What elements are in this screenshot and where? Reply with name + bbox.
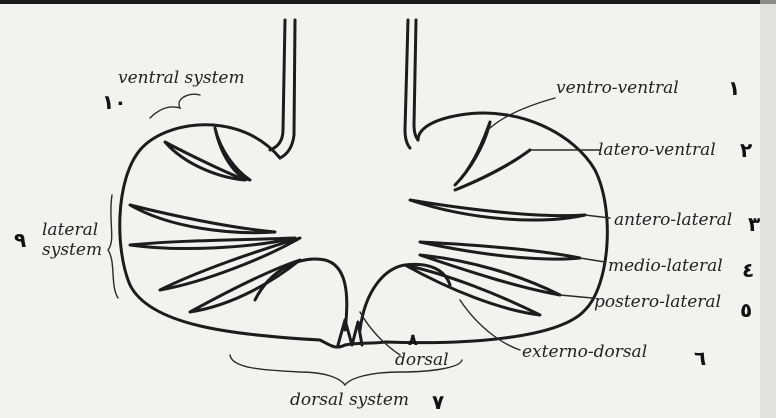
label-lateral-system-line1: lateral xyxy=(42,222,98,239)
label-postero-lateral: postero-lateral xyxy=(594,294,721,311)
lamina-right-lateral-1 xyxy=(410,200,585,220)
numeral-dorsal: ٨ xyxy=(408,332,418,348)
numeral-postero-lateral: ٥ xyxy=(740,300,752,320)
lamina-right-lateral-2 xyxy=(420,242,580,259)
numeral-antero-lateral: ٣ xyxy=(748,214,760,234)
dorsal-horn-left xyxy=(255,259,347,330)
label-antero-lateral: antero-lateral xyxy=(614,212,732,229)
label-lateral-system-line2: system xyxy=(42,242,102,259)
label-latero-ventral: latero-ventral xyxy=(598,142,716,159)
label-ventro-ventral: ventro-ventral xyxy=(556,80,679,97)
leader-medio-lateral xyxy=(580,258,605,262)
neck-left-outer xyxy=(270,20,285,150)
label-externo-dorsal: externo-dorsal xyxy=(522,344,647,361)
lamina-left-ventral-1 xyxy=(165,142,245,180)
label-dorsal-system: dorsal system xyxy=(290,392,409,409)
brace-ventral-system xyxy=(150,94,200,118)
scan-top-edge xyxy=(0,0,776,4)
brace-lateral-system xyxy=(108,195,118,298)
numeral-externo-dorsal: ٦ xyxy=(694,348,706,368)
label-ventral-system: ventral system xyxy=(118,70,245,87)
scan-right-shadow xyxy=(760,0,776,418)
dorsal-septum xyxy=(338,320,362,345)
neck-right-outer xyxy=(405,20,410,148)
numeral-lateral-system: ٩ xyxy=(14,230,26,250)
numeral-medio-lateral: ٤ xyxy=(742,260,754,280)
label-dorsal: dorsal xyxy=(395,352,449,369)
numeral-ventro-ventral: ١ xyxy=(728,78,740,98)
numeral-ventral-system: ١٠ xyxy=(102,92,126,112)
neck-right-inner xyxy=(414,20,418,140)
label-medio-lateral: medio-lateral xyxy=(608,258,723,275)
lamina-left-lateral-1 xyxy=(130,205,275,233)
lamina-left-ventral-2 xyxy=(215,128,250,180)
leader-dorsal xyxy=(360,312,400,355)
numeral-dorsal-system: ٧ xyxy=(432,392,444,412)
leader-postero-lateral xyxy=(560,295,592,298)
numeral-latero-ventral: ٢ xyxy=(740,140,752,160)
